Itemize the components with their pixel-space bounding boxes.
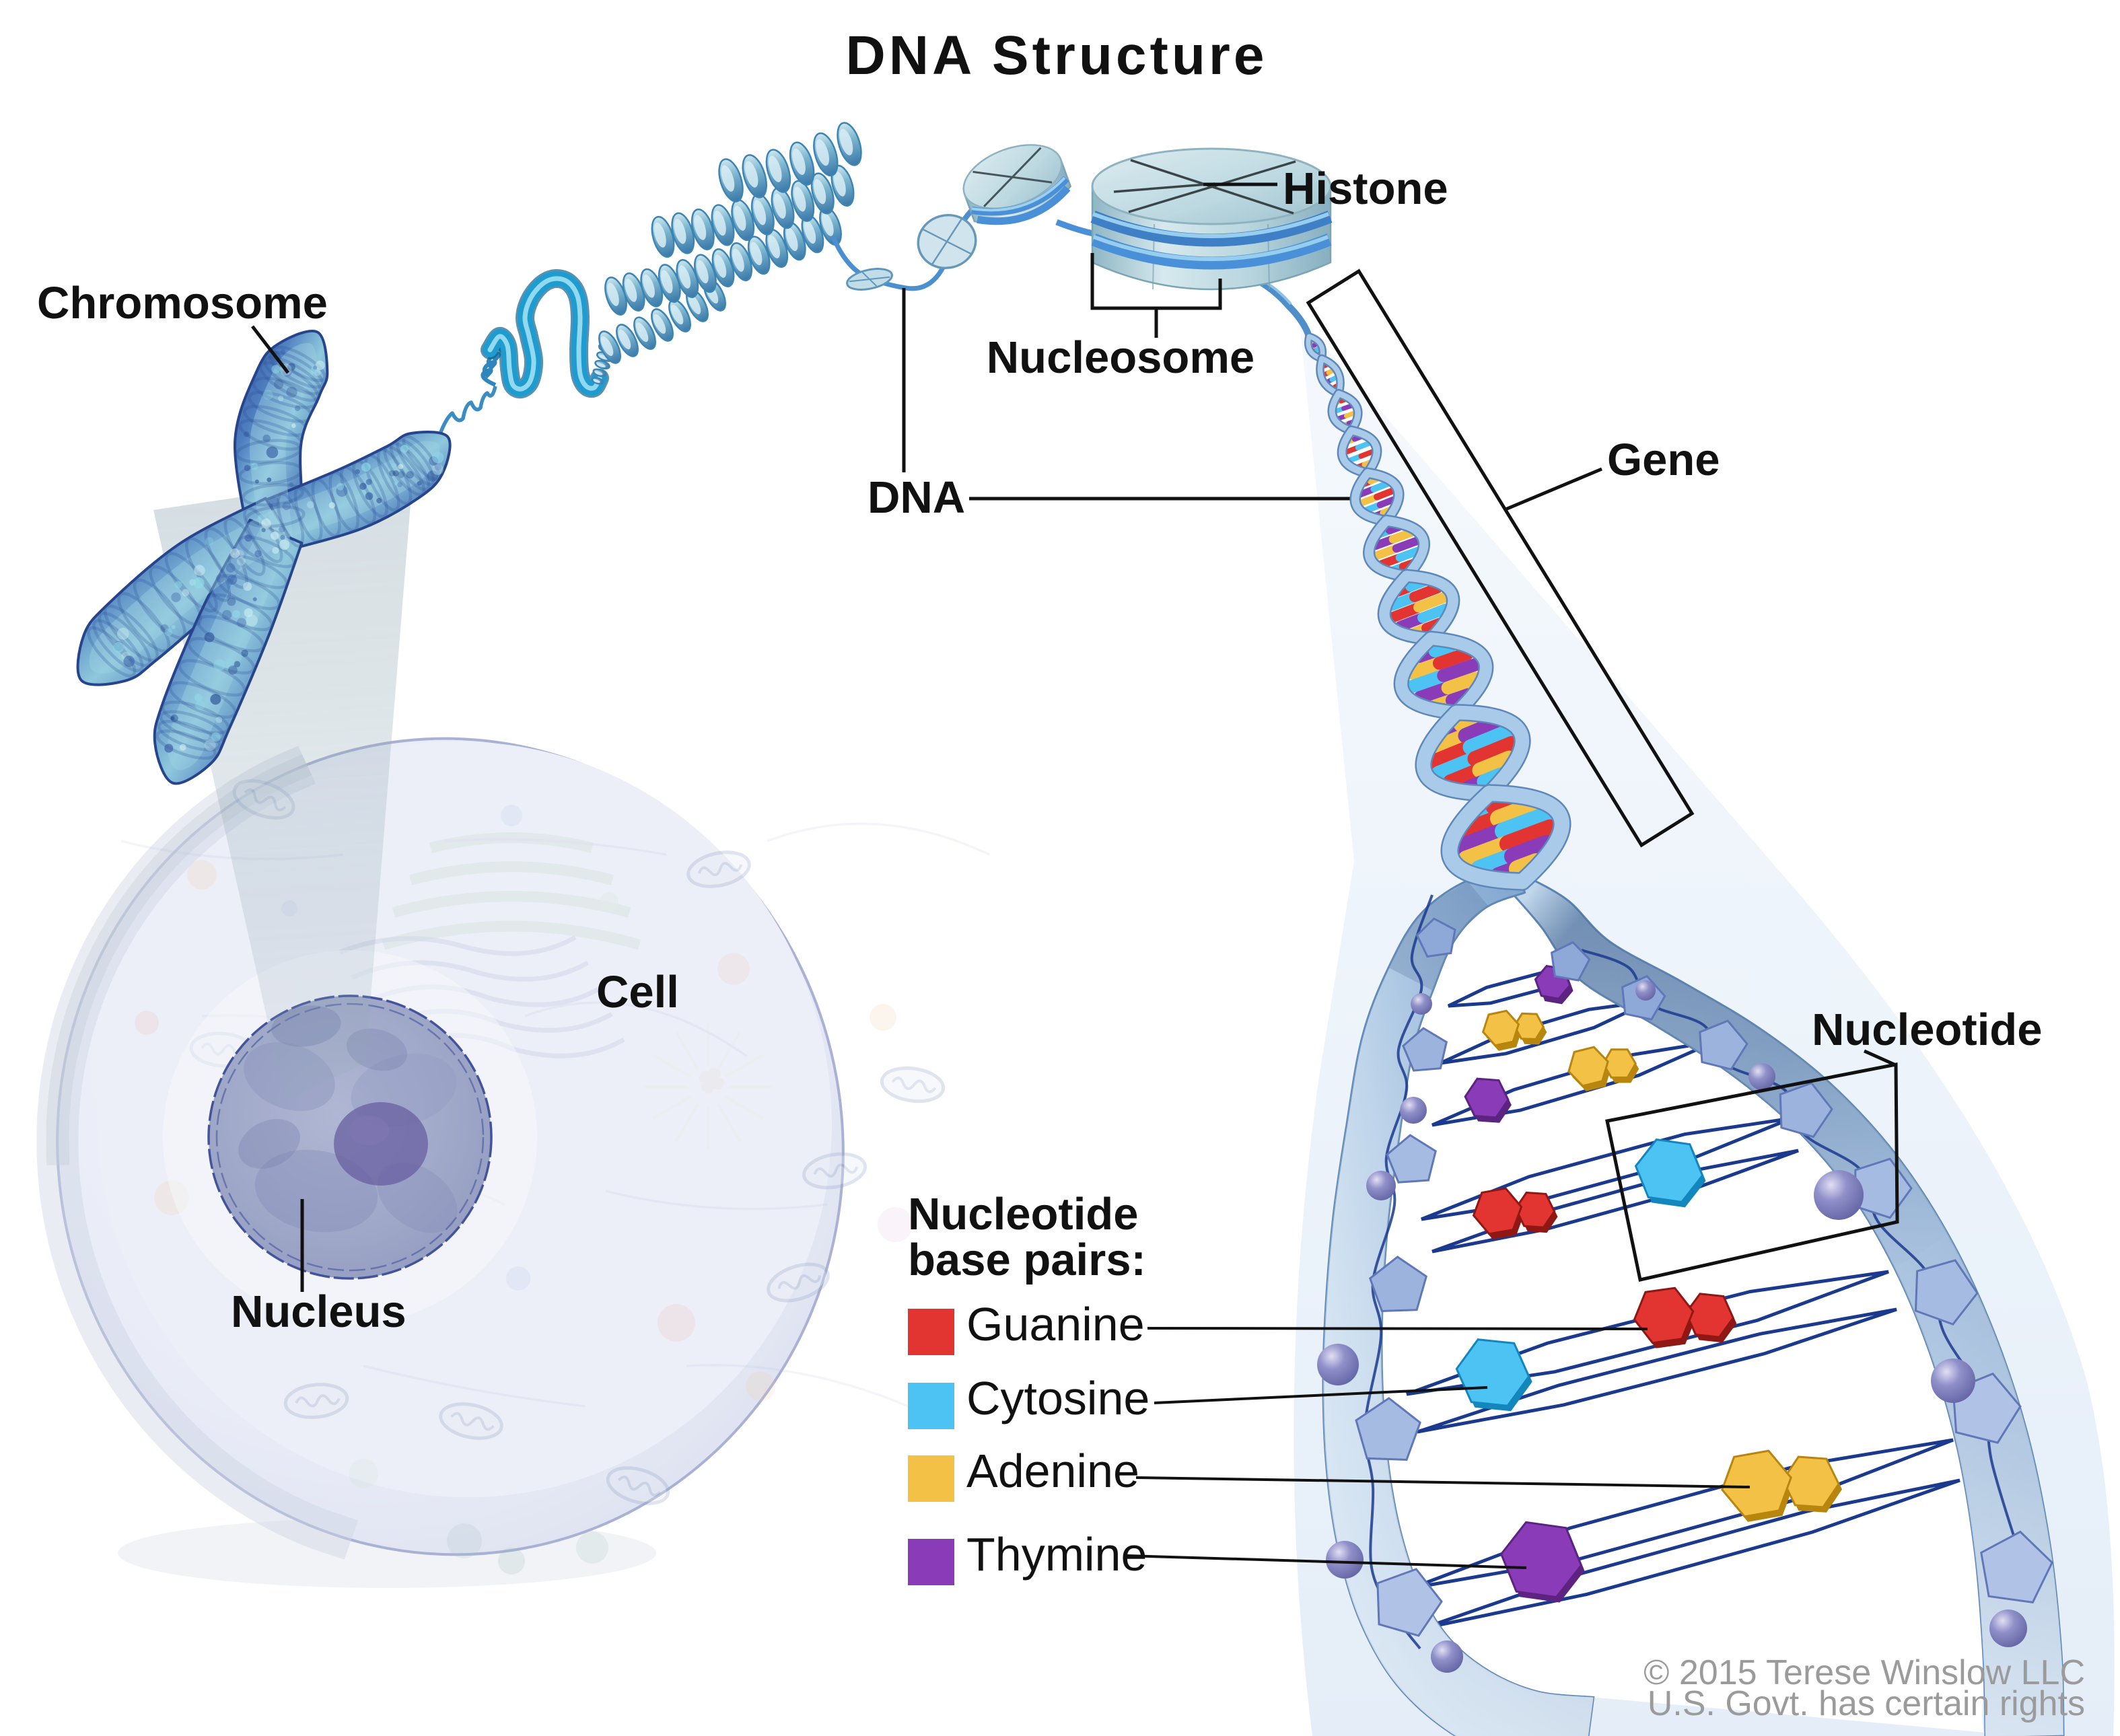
svg-text:DNA Structure: DNA Structure: [846, 25, 1268, 86]
svg-text:© 2015 Terese Winslow LLC: © 2015 Terese Winslow LLC: [1644, 1653, 2085, 1692]
svg-text:Cytosine: Cytosine: [966, 1372, 1150, 1424]
svg-text:U.S. Govt. has certain rights: U.S. Govt. has certain rights: [1648, 1684, 2085, 1723]
svg-text:Histone: Histone: [1283, 164, 1448, 214]
svg-text:Adenine: Adenine: [966, 1445, 1139, 1497]
svg-text:Chromosome: Chromosome: [37, 278, 328, 328]
svg-text:Nucleotide: Nucleotide: [1812, 1005, 2043, 1055]
svg-text:Guanine: Guanine: [966, 1298, 1145, 1350]
svg-text:Nucleus: Nucleus: [231, 1287, 407, 1337]
svg-text:DNA: DNA: [868, 472, 965, 523]
svg-text:base pairs:: base pairs:: [908, 1235, 1146, 1285]
svg-text:Cell: Cell: [596, 967, 679, 1017]
svg-text:Gene: Gene: [1607, 435, 1720, 485]
svg-text:Nucleosome: Nucleosome: [987, 332, 1255, 383]
svg-text:Thymine: Thymine: [966, 1528, 1147, 1581]
svg-text:Nucleotide: Nucleotide: [908, 1189, 1139, 1239]
